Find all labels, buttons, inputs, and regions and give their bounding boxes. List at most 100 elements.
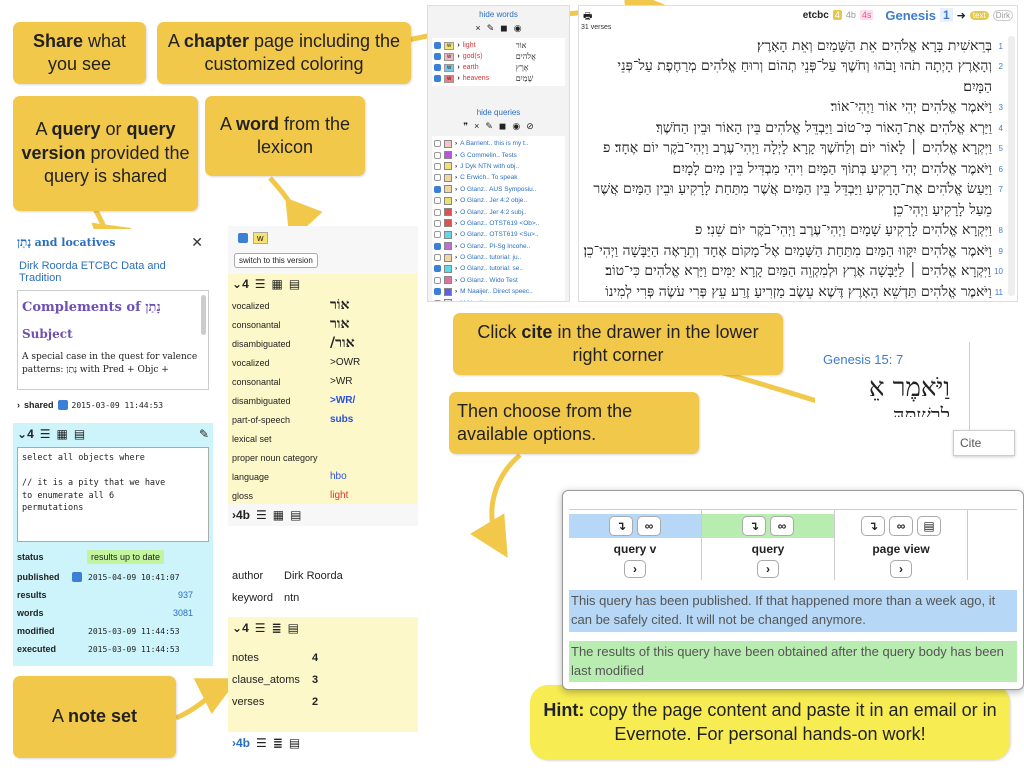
link-icon[interactable]: ∞ bbox=[637, 516, 661, 536]
verse-number[interactable]: 2 bbox=[998, 62, 1003, 72]
query-item-checkbox[interactable] bbox=[434, 265, 441, 273]
query-color-swatch[interactable] bbox=[444, 173, 452, 182]
query-item-label[interactable]: O Glanz.. OTST619 <Su>.. bbox=[460, 231, 539, 239]
text-button[interactable]: text bbox=[969, 10, 989, 20]
verse-number[interactable]: 4 bbox=[998, 123, 1003, 133]
copy-arrow-icon[interactable]: ↴ bbox=[742, 516, 766, 536]
word-item-checkbox[interactable] bbox=[434, 64, 441, 71]
expand-chevron-icon[interactable]: › bbox=[457, 75, 460, 82]
verse-text[interactable]: וַיַּרְא אֱלֹהִים אֶת־הָאוֹר כִּי־טוֹב ו… bbox=[655, 119, 992, 136]
word-badge[interactable]: w bbox=[253, 232, 268, 244]
close-icon[interactable]: × bbox=[474, 121, 480, 131]
chevron-right-icon[interactable]: › bbox=[890, 560, 912, 578]
verse-number[interactable]: 9 bbox=[998, 246, 1003, 256]
word-color-badge[interactable]: w bbox=[444, 63, 455, 72]
verse-number[interactable]: 7 bbox=[998, 185, 1003, 195]
cite-option-label[interactable]: page view bbox=[872, 542, 930, 556]
query-item-checkbox[interactable] bbox=[434, 219, 441, 227]
query-item-label[interactable]: O Glanz.. OTST619 <Ob>.. bbox=[460, 219, 540, 227]
query-color-swatch[interactable] bbox=[444, 253, 452, 262]
query-item-label[interactable]: O Glanz.. AUS Symposiu.. bbox=[460, 185, 537, 193]
shared-checkbox[interactable] bbox=[57, 400, 68, 410]
query-color-swatch[interactable] bbox=[444, 287, 452, 296]
next-arrow-icon[interactable]: ➜ bbox=[956, 9, 966, 22]
chapter-number[interactable]: 1 bbox=[939, 8, 953, 22]
expand-chevron-icon[interactable]: › bbox=[457, 42, 460, 49]
verse-number[interactable]: 10 bbox=[994, 267, 1003, 277]
query-item[interactable]: ›O Glanz.. AUS Symposiu.. bbox=[434, 184, 563, 195]
query-item-label[interactable]: M Naaijer.. ... bbox=[460, 300, 498, 301]
hide-words-link[interactable]: hide words bbox=[479, 10, 518, 19]
stack-icon[interactable]: ◼ bbox=[498, 121, 507, 131]
cite-button[interactable]: Cite bbox=[953, 430, 1015, 456]
query-item-checkbox[interactable] bbox=[434, 140, 441, 148]
verse-text[interactable]: מֵעַל לָרָקִיעַ וַיְהִי־כֵן׃ bbox=[893, 201, 992, 218]
word-item-checkbox[interactable] bbox=[434, 42, 441, 49]
query-color-swatch[interactable] bbox=[444, 264, 452, 273]
verse-text[interactable]: וַיֹּאמֶר אֱלֹהִים תַּדְשֵׁא הָאָרֶץ דֶּ… bbox=[605, 283, 992, 300]
query-item-label[interactable]: C Erwich.. To speak bbox=[460, 174, 518, 182]
word-item-checkbox[interactable] bbox=[434, 53, 441, 60]
expand-chevron-icon[interactable]: › bbox=[455, 300, 457, 301]
text-view-icon[interactable]: ▤ bbox=[290, 508, 302, 522]
query-color-swatch[interactable] bbox=[444, 230, 452, 239]
version-chevron[interactable]: ⌄4 bbox=[232, 621, 249, 635]
switch-version-button[interactable]: switch to this version bbox=[234, 253, 318, 268]
expand-chevron-icon[interactable]: › bbox=[455, 231, 458, 239]
verse-text[interactable]: וַיֹּאמֶר אֱלֹהִים יִקָּווּ הַמַּיִם מִת… bbox=[583, 242, 992, 259]
text-view-icon[interactable]: ▤ bbox=[73, 427, 86, 441]
expand-chevron-icon[interactable]: › bbox=[457, 53, 460, 60]
query-item[interactable]: ›A Barrient.. this is my t.. bbox=[434, 138, 563, 149]
verse-number[interactable]: 11 bbox=[994, 287, 1003, 297]
word-color-badge[interactable]: w bbox=[444, 41, 455, 50]
version-4-badge[interactable]: 4 bbox=[832, 10, 842, 20]
query-item[interactable]: ›O Glanz.. tutorial: se.. bbox=[434, 263, 563, 274]
query-color-swatch[interactable] bbox=[444, 196, 452, 205]
dark-button[interactable]: Dirk bbox=[992, 9, 1013, 21]
link-icon[interactable]: ∞ bbox=[770, 516, 794, 536]
grid-icon[interactable]: ▦ bbox=[272, 508, 285, 522]
verse-text[interactable]: וַיִּקְרָא אֱלֹהִים לָרָקִיעַ שָׁמָיִם ו… bbox=[695, 222, 992, 239]
query-item-checkbox[interactable] bbox=[434, 231, 441, 239]
published-checkbox[interactable] bbox=[72, 572, 82, 583]
edit-icon[interactable]: ✎ bbox=[485, 121, 493, 131]
query-color-swatch[interactable] bbox=[444, 208, 452, 217]
text-view-icon[interactable]: ▤ bbox=[288, 277, 301, 291]
query-item[interactable]: ›O Glanz.. Wido Test bbox=[434, 275, 563, 286]
quote-icon[interactable]: ❞ bbox=[463, 121, 469, 131]
close-icon[interactable]: × bbox=[475, 23, 481, 33]
expand-chevron-icon[interactable]: › bbox=[455, 208, 458, 216]
version-4s-badge[interactable]: 4s bbox=[859, 10, 874, 20]
query-item[interactable]: ›O Glanz.. Jer 4:2 subj.. bbox=[434, 206, 563, 217]
query-code-box[interactable]: select all objects where// it is a pity … bbox=[17, 447, 209, 542]
cite-option-label[interactable]: query bbox=[751, 542, 785, 556]
list-icon[interactable]: ☰ bbox=[254, 621, 266, 635]
verse-number[interactable]: 6 bbox=[998, 164, 1003, 174]
version-chevron[interactable]: ⌄4 bbox=[232, 277, 249, 291]
query-color-swatch[interactable] bbox=[444, 299, 452, 301]
word-item[interactable]: w›god(s)אֱלֹהִים bbox=[434, 51, 563, 62]
query-item-label[interactable]: O Glanz.. Jer 4:2 obje.. bbox=[460, 197, 528, 205]
globe-icon[interactable]: ◉ bbox=[513, 23, 522, 33]
cite-reference[interactable]: Genesis 15: 7 bbox=[823, 352, 904, 367]
word-item-checkbox[interactable] bbox=[434, 75, 441, 82]
grid-icon[interactable]: ▦ bbox=[56, 427, 68, 441]
expand-chevron-icon[interactable]: › bbox=[455, 174, 458, 182]
document-icon[interactable]: ▤ bbox=[917, 516, 941, 536]
version-4b-badge[interactable]: 4b bbox=[845, 10, 856, 20]
query-item-checkbox[interactable] bbox=[434, 288, 441, 296]
query-item-checkbox[interactable] bbox=[434, 208, 441, 216]
query-item[interactable]: ›O Glanz.. Jer 4:2 obje.. bbox=[434, 195, 563, 206]
word-checkbox[interactable] bbox=[238, 233, 248, 243]
query-item-label[interactable]: G Commelin.. Tests bbox=[460, 151, 517, 159]
expand-chevron-icon[interactable]: › bbox=[455, 265, 458, 273]
expand-chevron-icon[interactable]: › bbox=[17, 400, 20, 410]
version-chevron[interactable]: ›4b bbox=[232, 736, 251, 750]
query-item[interactable]: ›O Glanz.. tutorial: ju.. bbox=[434, 252, 563, 263]
query-item-checkbox[interactable] bbox=[434, 299, 441, 301]
query-author[interactable]: Dirk Roorda ETCBC Data and Tradition bbox=[19, 260, 166, 284]
list-icon[interactable]: ☰ bbox=[256, 736, 267, 750]
